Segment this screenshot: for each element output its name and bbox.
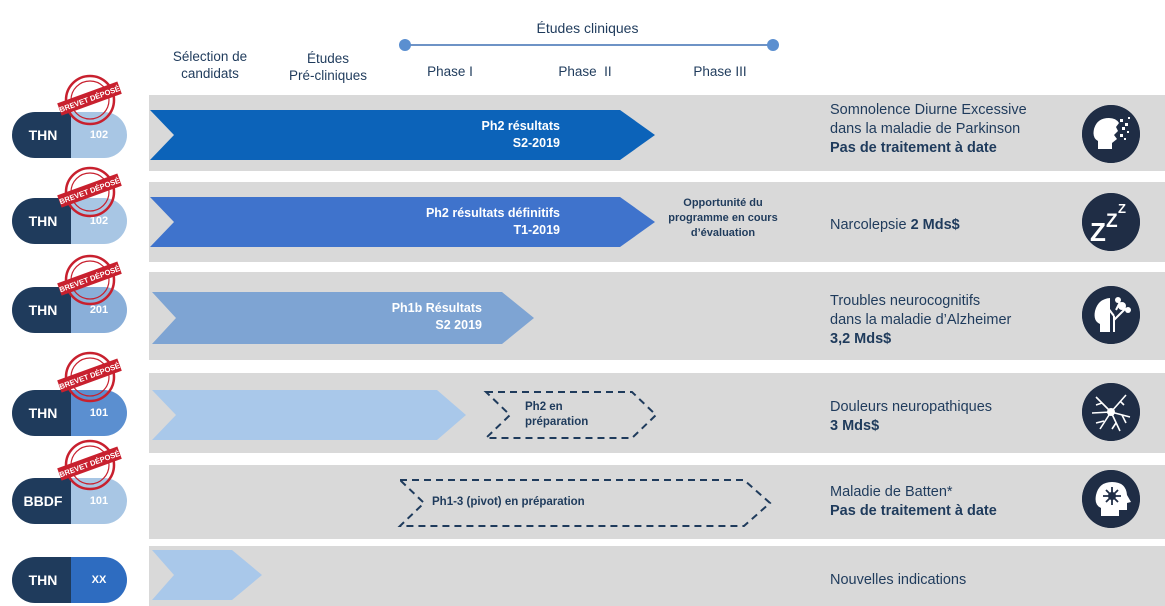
head-virus-icon xyxy=(1082,470,1140,528)
drug-badge-thn-102: THN 102 xyxy=(12,198,127,244)
progress-arrow-label: Ph1b Résultats S2 2019 xyxy=(350,300,482,334)
column-phase-1: Phase I xyxy=(427,64,473,79)
row-background xyxy=(149,546,1165,606)
svg-text:Z: Z xyxy=(1106,211,1118,232)
drug-badge-thn-xx: THN XX xyxy=(12,557,127,603)
patent-stamp-icon: BREVET DÉPOSÉ xyxy=(57,439,122,491)
column-phase-3: Phase III xyxy=(693,64,747,79)
badge-drug-code: BBDF xyxy=(12,478,74,524)
column-phase-2: Phase II xyxy=(558,64,612,79)
indication-line2: Pas de traitement à date xyxy=(830,503,997,519)
indication-line3: Pas de traitement à date xyxy=(830,140,997,156)
planned-phase-label: Ph2 en préparation xyxy=(525,400,625,430)
indication-name: Narcolepsie xyxy=(830,217,911,233)
clinical-studies-label: Études cliniques xyxy=(536,20,639,36)
indication-line3: 3,2 Mds$ xyxy=(830,331,892,347)
badge-drug-number: 101 xyxy=(71,390,127,436)
drug-badge-thn-201: THN 201 xyxy=(12,287,127,333)
badge-drug-number: 102 xyxy=(71,112,127,158)
planned-phase1-3-dashed-arrow xyxy=(397,479,772,527)
indication-line1: Maladie de Batten* xyxy=(830,484,953,500)
progress-arrow-label-line1: Ph1b Résultats xyxy=(391,301,482,315)
patent-stamp-icon: BREVET DÉPOSÉ xyxy=(57,351,122,403)
planned-phase2-dashed-arrow xyxy=(483,391,658,439)
drug-badge-bbdf-101: BBDF 101 xyxy=(12,478,127,524)
badge-drug-number: 101 xyxy=(71,478,127,524)
indication-line2: 3 Mds$ xyxy=(830,418,880,434)
patent-stamp-icon: BREVET DÉPOSÉ xyxy=(57,166,122,218)
badge-drug-code: THN xyxy=(12,390,74,436)
progress-arrow-label: Ph2 résultats définitifs T1-2019 xyxy=(380,205,560,239)
indication-market-size: 2 Mds$ xyxy=(910,217,960,233)
progress-arrow-label: Ph2 résultats S2-2019 xyxy=(420,118,560,152)
progress-arrow-preclinical xyxy=(152,390,466,440)
drug-badge-thn-102: THN 102 xyxy=(12,112,127,158)
indication-text: Somnolence Diurne Excessive dans la mala… xyxy=(830,101,1027,158)
badge-drug-number: 201 xyxy=(71,287,127,333)
progress-arrow-phase2 xyxy=(150,197,655,247)
row-background xyxy=(149,465,1165,539)
indication-text: Nouvelles indications xyxy=(830,572,967,588)
program-evaluation-note: Opportunité du programme en cours d’éval… xyxy=(668,197,778,239)
svg-text:Z: Z xyxy=(1118,201,1126,216)
indication-text: Maladie de Batten* Pas de traitement à d… xyxy=(830,483,997,521)
planned-phase-label: Ph1-3 (pivot) en préparation xyxy=(432,496,585,508)
badge-drug-code: THN xyxy=(12,557,74,603)
indication-line2: dans la maladie de Parkinson xyxy=(830,121,1021,137)
patent-stamp-icon: BREVET DÉPOSÉ xyxy=(57,74,122,126)
indication-line2: dans la maladie d’Alzheimer xyxy=(830,312,1012,328)
svg-text:Z: Z xyxy=(1090,217,1106,247)
indication-text: Douleurs neuropathiques 3 Mds$ xyxy=(830,398,992,436)
column-preclinical: Études Pré-cliniques xyxy=(288,51,368,83)
indication-line1: Somnolence Diurne Excessive xyxy=(830,102,1027,118)
badge-drug-code: THN xyxy=(12,112,74,158)
badge-drug-number: XX xyxy=(71,557,127,603)
sleep-zzz-icon: Z Z Z xyxy=(1082,193,1140,251)
patent-stamp-icon: BREVET DÉPOSÉ xyxy=(57,254,122,306)
indication-line1: Douleurs neuropathiques xyxy=(830,399,993,415)
head-tree-icon xyxy=(1082,286,1140,344)
progress-arrow-phase1 xyxy=(152,292,534,344)
badge-drug-number: 102 xyxy=(71,198,127,244)
brain-dissolving-head-icon xyxy=(1082,105,1140,163)
column-selection-candidates: Sélection de candidats xyxy=(172,49,248,81)
planned-phase-label-line1: Ph2 en xyxy=(525,401,563,413)
drug-badge-thn-101: THN 101 xyxy=(12,390,127,436)
progress-arrow-phase2 xyxy=(150,110,655,160)
progress-arrow-label-line1: Ph2 résultats définitifs xyxy=(425,206,560,220)
progress-arrow-candidate xyxy=(152,550,262,600)
indication-text: Troubles neurocognitifs dans la maladie … xyxy=(830,292,1011,349)
clinical-studies-timeline xyxy=(399,39,779,51)
indication-text: Narcolepsie 2 Mds$ xyxy=(830,216,960,235)
progress-arrow-label-line2: T1-2019 xyxy=(513,223,560,237)
indication-line1: Troubles neurocognitifs xyxy=(830,293,981,309)
progress-arrow-label-line1: Ph2 résultats xyxy=(481,119,560,133)
progress-arrow-label-line2: S2-2019 xyxy=(512,136,560,150)
neuron-icon xyxy=(1082,383,1140,441)
planned-phase-label-line2: préparation xyxy=(525,416,589,428)
progress-arrow-label-line2: S2 2019 xyxy=(435,318,482,332)
